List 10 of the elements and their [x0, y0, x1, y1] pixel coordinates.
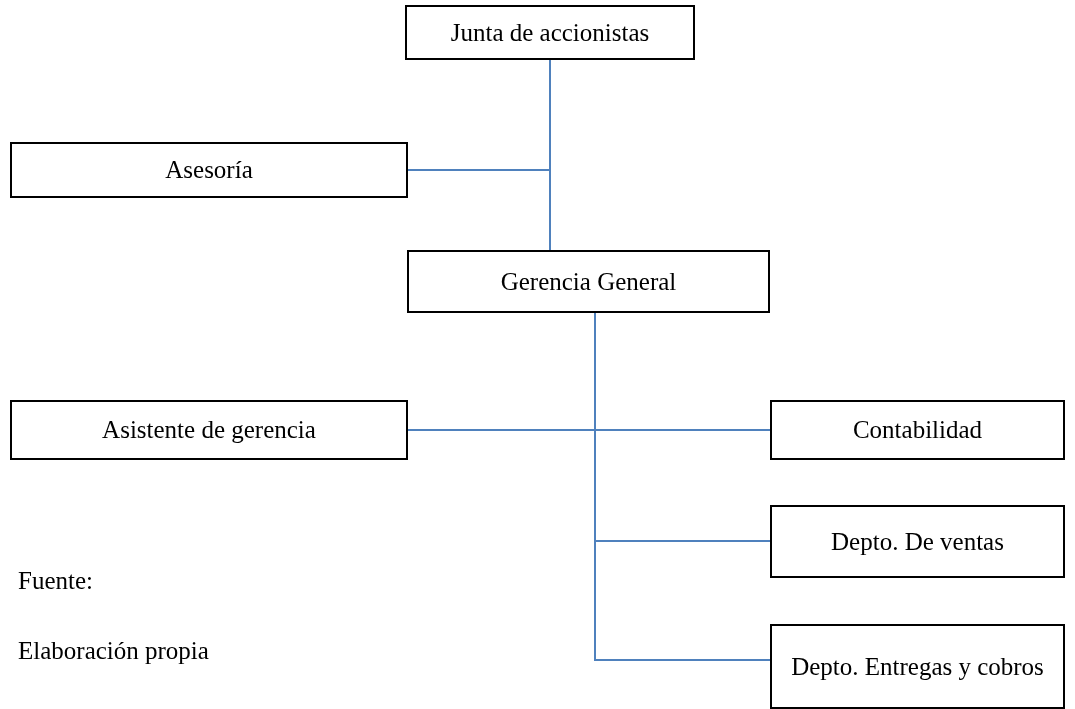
org-box: Junta de accionistas: [405, 5, 695, 60]
note-text: Fuente:: [18, 566, 93, 596]
org-box: Depto. De ventas: [770, 505, 1065, 578]
org-box: Contabilidad: [770, 400, 1065, 460]
org-box: Gerencia General: [407, 250, 770, 313]
org-box: Asesoría: [10, 142, 408, 198]
connector-line: [407, 59, 551, 171]
org-box: Asistente de gerencia: [10, 400, 408, 460]
note-text: Elaboración propia: [18, 636, 209, 666]
org-box: Depto. Entregas y cobros: [770, 624, 1065, 709]
